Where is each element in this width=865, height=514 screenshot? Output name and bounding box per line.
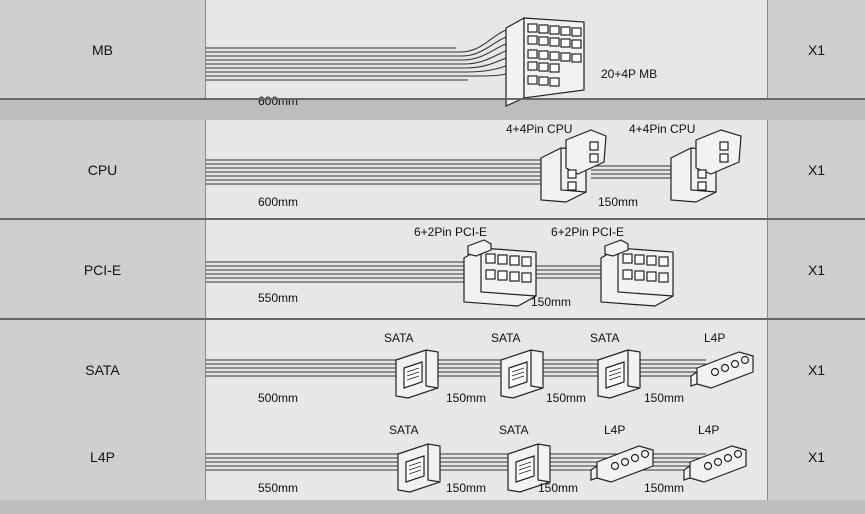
segment-length-label: 150mm: [644, 481, 684, 495]
l4p-connector: [690, 351, 754, 389]
segment-length-label: 150mm: [531, 295, 571, 309]
sata-cable-diagram: SATA SATA SATA L4P 500mm 150mm 150mm 150…: [206, 331, 754, 405]
connector-label: SATA: [590, 331, 620, 345]
cable-length-label: 550mm: [258, 481, 298, 495]
cable-diagram-cell: 6+2Pin PCI-E 6+2Pin PCI-E 550mm 150mm: [205, 220, 768, 320]
l4p-connector: [683, 445, 747, 483]
pcie-cable-diagram: 6+2Pin PCI-E 6+2Pin PCI-E 550mm 150mm: [206, 225, 674, 309]
cable-length-label: 500mm: [258, 391, 298, 405]
sata-connector: [597, 349, 641, 399]
mb-wire-bundle: [206, 29, 507, 77]
cable-name: L4P: [90, 449, 115, 465]
connector-label: SATA: [389, 423, 419, 437]
quantity-label: X1: [807, 449, 826, 465]
cable-diagram-cell: SATA SATA SATA L4P 500mm 150mm 150mm 150…: [205, 320, 768, 420]
quantity-cell: X1: [768, 220, 865, 320]
sata-connector: [500, 349, 544, 399]
l4p-cable-diagram: SATA SATA L4P L4P 550mm 150mm 150mm 150m…: [206, 423, 747, 495]
connector-label: SATA: [499, 423, 529, 437]
cable-length-label: 550mm: [258, 291, 298, 305]
cable-name-cell: PCI-E: [0, 220, 205, 320]
segment-length-label: 150mm: [446, 481, 486, 495]
quantity-cell: X1: [768, 120, 865, 220]
quantity-cell: X1: [768, 0, 865, 100]
segment-length-label: 150mm: [538, 481, 578, 495]
cable-row-sata: SATA: [0, 320, 865, 420]
cable-spec-table: MB: [0, 0, 865, 500]
quantity-label: X1: [807, 362, 826, 378]
sata-connector: [397, 443, 441, 493]
cpu-wire-bundle: [206, 159, 546, 185]
cable-row-mb: MB: [0, 0, 865, 108]
cpu-connector-2: [670, 129, 742, 203]
mb-24pin-connector: [505, 16, 585, 107]
cable-diagram-cell: SATA SATA L4P L4P 550mm 150mm 150mm 150m…: [205, 414, 768, 500]
segment-length-label: 150mm: [446, 391, 486, 405]
pcie-wire-bundle: [206, 261, 471, 283]
cpu-connector-1: [540, 129, 607, 203]
cable-length-label: 600mm: [258, 195, 298, 209]
cable-length-label: 600mm: [258, 94, 298, 108]
segment-length-label: 150mm: [546, 391, 586, 405]
connector-label: 4+4Pin CPU: [506, 122, 572, 136]
connector-label: SATA: [384, 331, 414, 345]
connector-label: 4+4Pin CPU: [629, 122, 695, 136]
connector-label: L4P: [604, 423, 625, 437]
connector-label: 6+2Pin PCI-E: [414, 225, 487, 239]
connector-label: 6+2Pin PCI-E: [551, 225, 624, 239]
connector-label: L4P: [704, 331, 725, 345]
cable-name-cell: L4P: [0, 414, 205, 500]
sata-connector: [507, 443, 551, 493]
l4p-connector: [590, 445, 654, 483]
mb-cable-diagram: 20+4P MB 600mm: [206, 16, 657, 108]
segment-length-label: 150mm: [598, 195, 638, 209]
quantity-cell: X1: [768, 320, 865, 420]
quantity-label: X1: [807, 162, 826, 178]
sata-connector: [395, 349, 439, 399]
cpu-cable-diagram: 4+4Pin CPU 4+4Pin CPU 600mm 150mm: [206, 122, 742, 209]
cable-diagram-cell: 20+4P MB 600mm: [205, 0, 768, 108]
pcie-connector-2: [600, 239, 674, 307]
quantity-cell: X1: [768, 414, 865, 500]
cable-name: SATA: [85, 362, 120, 378]
quantity-label: X1: [807, 262, 826, 278]
cable-diagram-cell: 4+4Pin CPU 4+4Pin CPU 600mm 150mm: [205, 120, 768, 220]
cable-name-cell: SATA: [0, 320, 205, 420]
cable-name: MB: [92, 42, 113, 58]
pcie-connector-1: [463, 239, 537, 307]
connector-label: 20+4P MB: [601, 67, 657, 81]
cable-name: PCI-E: [83, 262, 122, 278]
segment-length-label: 150mm: [644, 391, 684, 405]
cable-row-pcie: PCI-E: [0, 220, 865, 320]
quantity-label: X1: [807, 42, 826, 58]
cable-name-cell: MB: [0, 0, 205, 100]
cable-row-l4p: L4P: [0, 414, 865, 500]
cable-name: CPU: [87, 162, 118, 178]
cable-row-cpu: CPU: [0, 120, 865, 220]
cable-name-cell: CPU: [0, 120, 205, 220]
connector-label: SATA: [491, 331, 521, 345]
connector-label: L4P: [698, 423, 719, 437]
